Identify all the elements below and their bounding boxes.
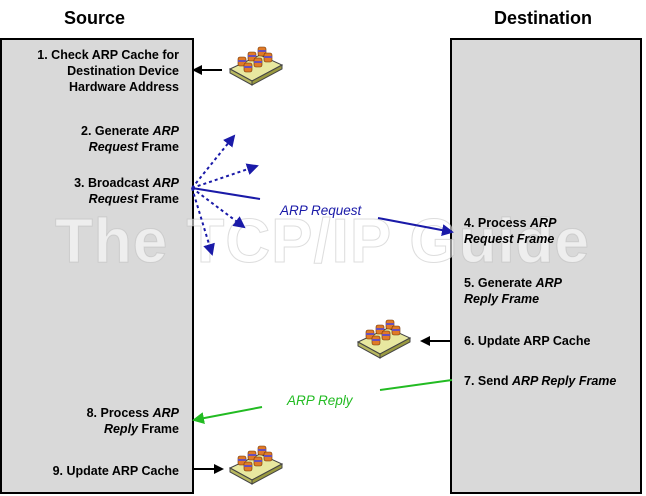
arp-cache-icon	[229, 445, 283, 485]
step-3-em1: ARP	[152, 176, 179, 190]
step-2-em1: ARP	[152, 124, 179, 138]
step-5-pre: 5. Generate	[464, 276, 536, 290]
arp-reply-label: ARP Reply	[287, 393, 353, 408]
step-9: 9. Update ARP Cache	[53, 463, 179, 479]
step-7-pre: 7. Send	[464, 374, 512, 388]
step-8: 8. Process ARP Reply Frame	[87, 405, 179, 437]
step-5-em1: ARP	[535, 276, 562, 290]
step-1-line2: Destination Device	[67, 64, 179, 78]
step-2-em2: Request	[88, 140, 138, 154]
step-2: 2. Generate ARP Request Frame	[81, 123, 179, 155]
step-7: 7. Send ARP Reply Frame	[464, 373, 616, 389]
step-7-em1: ARP Reply Frame	[511, 374, 617, 388]
step-9-text: 9. Update ARP Cache	[52, 464, 179, 478]
step-4: 4. Process ARP Request Frame	[464, 215, 556, 247]
arp-request-arrow	[191, 187, 454, 237]
step-4-em1: ARP	[530, 216, 557, 230]
source-title: Source	[64, 8, 126, 28]
watermark: The TCP/IP Guide	[54, 207, 591, 277]
step-5: 5. Generate ARP Reply Frame	[464, 275, 562, 307]
step-2-post: Frame	[138, 140, 179, 154]
step-2-pre: 2. Generate	[81, 124, 153, 138]
step-1-line1: 1. Check ARP Cache for	[37, 48, 179, 62]
step-5-em2: Reply Frame	[464, 292, 540, 306]
step-1-line3: Hardware Address	[69, 80, 179, 94]
step-8-em2: Reply	[103, 422, 138, 436]
step-3: 3. Broadcast ARP Request Frame	[74, 175, 179, 207]
arp-request-label: ARP Request	[280, 203, 362, 218]
step-8-em1: ARP	[152, 406, 179, 420]
step-8-post: Frame	[138, 422, 179, 436]
step-6-text: 6. Update ARP Cache	[464, 334, 591, 348]
step-1: 1. Check ARP Cache for Destination Devic…	[37, 47, 179, 95]
arp-cache-icon	[357, 319, 411, 359]
destination-panel	[450, 38, 642, 494]
step-3-em2: Request	[88, 192, 138, 206]
step-4-em2: Request Frame	[464, 232, 555, 246]
destination-title: Destination	[494, 8, 593, 28]
arp-reply-arrow	[192, 379, 453, 425]
step-6: 6. Update ARP Cache	[464, 333, 590, 349]
step-8-pre: 8. Process	[86, 406, 153, 420]
source-panel	[0, 38, 194, 494]
step-3-pre: 3. Broadcast	[74, 176, 153, 190]
broadcast-arrows	[191, 134, 259, 256]
arp-cache-icon	[229, 46, 283, 86]
step-3-post: Frame	[138, 192, 179, 206]
step-4-pre: 4. Process	[464, 216, 531, 230]
